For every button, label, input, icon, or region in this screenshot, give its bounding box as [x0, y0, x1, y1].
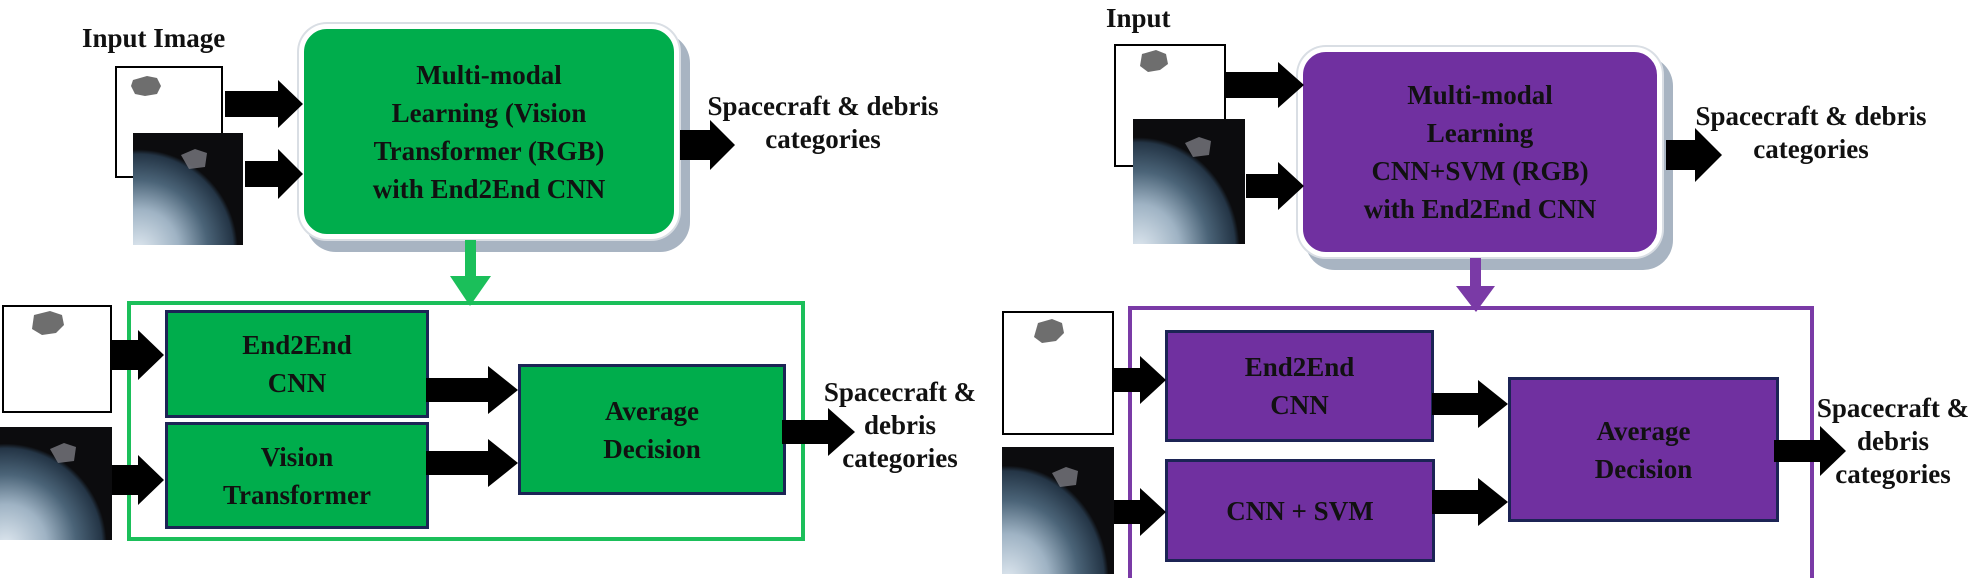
- block-arrow-icon: [782, 408, 855, 456]
- right-connector-line: [1470, 258, 1481, 288]
- right-multimodal-line-2: Learning: [1426, 118, 1534, 148]
- right-bottom-input-debris-image: [1002, 311, 1114, 435]
- left-multimodal-line-4: with End2End CNN: [372, 173, 606, 204]
- earth-space-image-icon: [133, 133, 243, 245]
- right-top-output-line-2: categories: [1753, 134, 1869, 164]
- left-average-line-2: Decision: [603, 433, 701, 464]
- left-bottom-output-label: Spacecraft & debris categories: [800, 376, 1000, 475]
- earth-space-image-icon: [0, 427, 112, 540]
- right-input-label: Input: [1106, 3, 1171, 33]
- left-average-decision-box: Average Decision: [518, 364, 786, 495]
- left-multimodal-line-1: Multi-modal: [416, 59, 562, 90]
- right-end2end-line-2: CNN: [1270, 390, 1329, 420]
- left-bottom-output-line-1: Spacecraft &: [823, 377, 977, 407]
- right-cnn-svm-line-1: CNN + SVM: [1226, 495, 1374, 526]
- right-top-input-earth-image: [1133, 119, 1245, 244]
- block-arrow-icon: [1114, 356, 1166, 404]
- left-vision-transformer-line-1: Vision: [260, 441, 334, 472]
- right-multimodal-line-1: Multi-modal: [1407, 80, 1553, 110]
- block-arrow-icon: [680, 120, 735, 170]
- left-bottom-output-line-3: categories: [842, 443, 958, 473]
- right-connector-arrowhead: [1456, 286, 1495, 312]
- block-arrow-icon: [225, 80, 303, 128]
- right-bottom-output-line-1: Spacecraft &: [1816, 393, 1970, 423]
- left-multimodal-box: Multi-modal Learning (Vision Transformer…: [299, 24, 679, 239]
- debris-silhouette-icon: [1034, 319, 1064, 343]
- block-arrow-icon: [426, 366, 518, 414]
- earth-space-image-icon: [1002, 447, 1114, 574]
- left-bottom-input-debris-image: [2, 305, 112, 413]
- left-end2end-line-1: End2End: [242, 330, 352, 360]
- block-arrow-icon: [1114, 488, 1166, 536]
- left-vision-transformer-box: Vision Transformer: [165, 422, 429, 529]
- right-multimodal-box: Multi-modal Learning CNN+SVM (RGB) with …: [1298, 47, 1662, 257]
- debris-silhouette-icon: [1140, 50, 1168, 72]
- left-top-output-label: Spacecraft & debris categories: [683, 90, 963, 156]
- right-end2end-line-1: End2End: [1244, 352, 1355, 382]
- block-arrow-icon: [426, 439, 518, 487]
- block-arrow-icon: [112, 455, 164, 505]
- left-bottom-input-earth-image: [0, 427, 112, 540]
- right-multimodal-line-4: with End2End CNN: [1363, 194, 1597, 224]
- left-connector-arrowhead: [450, 276, 491, 306]
- block-arrow-icon: [1432, 380, 1508, 428]
- left-connector-line: [465, 240, 476, 280]
- block-arrow-icon: [1432, 478, 1508, 526]
- block-arrow-icon: [1666, 128, 1722, 182]
- left-multimodal-line-3: Transformer (RGB): [373, 135, 605, 166]
- left-vision-transformer-line-2: Transformer: [223, 479, 371, 510]
- left-top-input-earth-image: [133, 133, 243, 245]
- left-input-label: Input Image: [82, 23, 226, 53]
- left-top-output-line-1: Spacecraft & debris: [707, 91, 939, 121]
- block-arrow-icon: [1246, 162, 1304, 210]
- debris-silhouette-icon: [131, 76, 161, 96]
- left-end2end-cnn-box: End2End CNN: [165, 310, 429, 418]
- right-multimodal-line-3: CNN+SVM (RGB): [1371, 156, 1589, 186]
- block-arrow-icon: [112, 330, 164, 380]
- right-average-line-1: Average: [1596, 415, 1691, 446]
- left-bottom-output-line-2: debris: [863, 410, 936, 440]
- left-multimodal-line-2: Learning (Vision: [391, 97, 587, 128]
- right-top-output-label: Spacecraft & debris categories: [1670, 100, 1952, 166]
- right-bottom-output-label: Spacecraft & debris categories: [1800, 392, 1986, 491]
- earth-space-image-icon: [1133, 119, 1245, 244]
- left-top-output-line-2: categories: [765, 124, 881, 154]
- left-end2end-line-2: CNN: [267, 368, 327, 398]
- block-arrow-icon: [1226, 62, 1304, 108]
- right-bottom-input-earth-image: [1002, 447, 1114, 574]
- block-arrow-icon: [245, 149, 303, 199]
- right-top-output-line-1: Spacecraft & debris: [1695, 101, 1927, 131]
- right-end2end-cnn-box: End2End CNN: [1165, 330, 1434, 442]
- right-average-line-2: Decision: [1594, 453, 1693, 484]
- block-arrow-icon: [1774, 426, 1846, 476]
- right-bottom-output-line-2: debris: [1856, 426, 1929, 456]
- debris-silhouette-icon: [32, 311, 64, 335]
- right-average-decision-box: Average Decision: [1508, 377, 1779, 522]
- left-average-line-1: Average: [605, 395, 699, 426]
- right-bottom-output-line-3: categories: [1835, 459, 1951, 489]
